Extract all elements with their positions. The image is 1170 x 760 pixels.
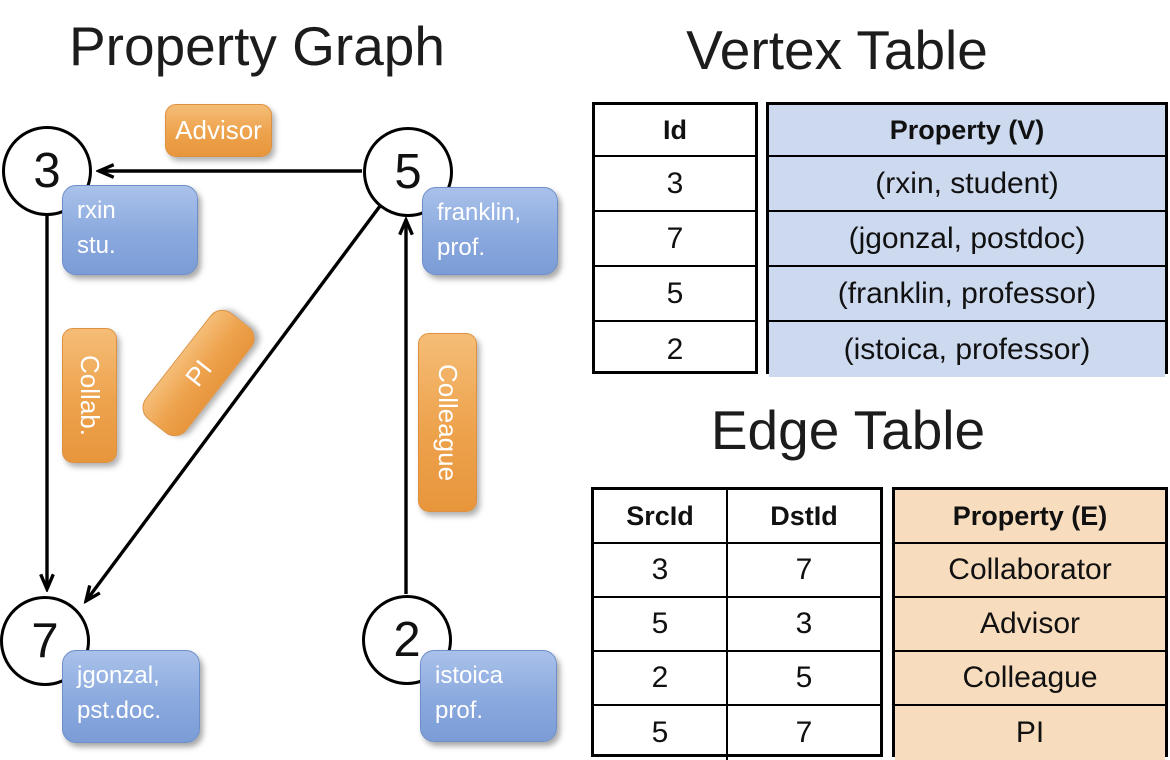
edge-table-row-property: Collaborator: [895, 544, 1165, 598]
vertex-table-id-column: Id 3 7 5 2: [592, 102, 758, 374]
edge-table-row-dst: 7: [795, 716, 813, 749]
vertex-table-row-id: 7: [595, 212, 755, 267]
edge-table-row-property: PI: [895, 706, 1165, 760]
vertex-table-row-property: (jgonzal, postdoc): [769, 212, 1165, 267]
vertex-prop-box-3: rxin stu.: [62, 185, 198, 275]
edge-table-row-src: 5: [594, 598, 728, 650]
vertex-prop-box-5: franklin, prof.: [422, 187, 558, 275]
vertex-prop-5-line1: franklin,: [437, 199, 522, 226]
vertex-prop-5-line2: prof.: [437, 233, 486, 261]
vertex-prop-7-line1: jgonzal,: [77, 662, 160, 689]
edge-table-row-property: Advisor: [895, 598, 1165, 652]
edge-table-header-srcid: SrcId: [594, 490, 728, 542]
edge-label-collab-text: Collab.: [75, 355, 105, 436]
edge-label-collab: Collab.: [62, 328, 117, 463]
edge-table-row-property: Colleague: [895, 652, 1165, 706]
vertex-table-title: Vertex Table: [686, 19, 988, 81]
vertex-prop-2-line1: istoica: [435, 662, 504, 689]
node-3-id: 3: [33, 144, 61, 198]
edge-label-pi-text: PI: [178, 353, 218, 392]
vertex-table-row-id: 3: [595, 157, 755, 212]
vertex-prop-box-7: jgonzal, pst.doc.: [62, 650, 200, 743]
edge-label-colleague: Colleague: [418, 333, 477, 512]
vertex-prop-3-line1: rxin: [77, 197, 116, 224]
edge-pi-line: [86, 204, 382, 601]
vertex-table-row-property: (franklin, professor): [769, 267, 1165, 322]
edge-table-row-dst: 5: [795, 661, 813, 694]
graph-edges: [0, 0, 570, 760]
edge-table-row-src: 2: [594, 652, 728, 704]
property-graph-title: Property Graph: [68, 15, 445, 77]
vertex-prop-7-line2: pst.doc.: [77, 696, 162, 724]
edge-table-header-property: Property (E): [895, 490, 1165, 544]
edge-table-row-src: 5: [594, 706, 728, 760]
vertex-prop-3-line2: stu.: [77, 231, 116, 259]
vertex-prop-box-2: istoica prof.: [420, 650, 557, 742]
node-7-id: 7: [31, 614, 59, 668]
edge-label-colleague-text: Colleague: [433, 363, 463, 482]
vertex-table-row-property: (rxin, student): [769, 157, 1165, 212]
vertex-table-header-property: Property (V): [769, 105, 1165, 157]
edge-table-header-dstid: DstId: [770, 500, 838, 531]
edge-table-row-dst: 7: [795, 553, 813, 586]
edge-label-advisor-text: Advisor: [175, 115, 262, 145]
edge-table-property-column: Property (E) Collaborator Advisor Collea…: [892, 487, 1168, 760]
edge-table-ids-columns: SrcId DstId 3 7 5 3 2 5 5 7: [591, 487, 883, 760]
node-5-id: 5: [394, 145, 422, 199]
vertex-table-header-id: Id: [595, 105, 755, 157]
vertex-table-row-id: 5: [595, 267, 755, 322]
edge-label-advisor: Advisor: [165, 104, 272, 157]
vertex-table-row-property: (istoica, professor): [769, 322, 1165, 377]
graph-node-2: 2: [362, 595, 452, 685]
edge-table-row-src: 3: [594, 544, 728, 596]
graph-node-5: 5: [363, 127, 453, 217]
edge-table-row-dst: 3: [795, 607, 813, 640]
node-2-id: 2: [393, 613, 421, 667]
vertex-prop-2-line2: prof.: [435, 696, 484, 724]
vertex-table-property-column: Property (V) (rxin, student) (jgonzal, p…: [766, 102, 1168, 377]
vertex-table-row-id: 2: [666, 332, 684, 366]
edge-table-title: Edge Table: [710, 399, 986, 461]
